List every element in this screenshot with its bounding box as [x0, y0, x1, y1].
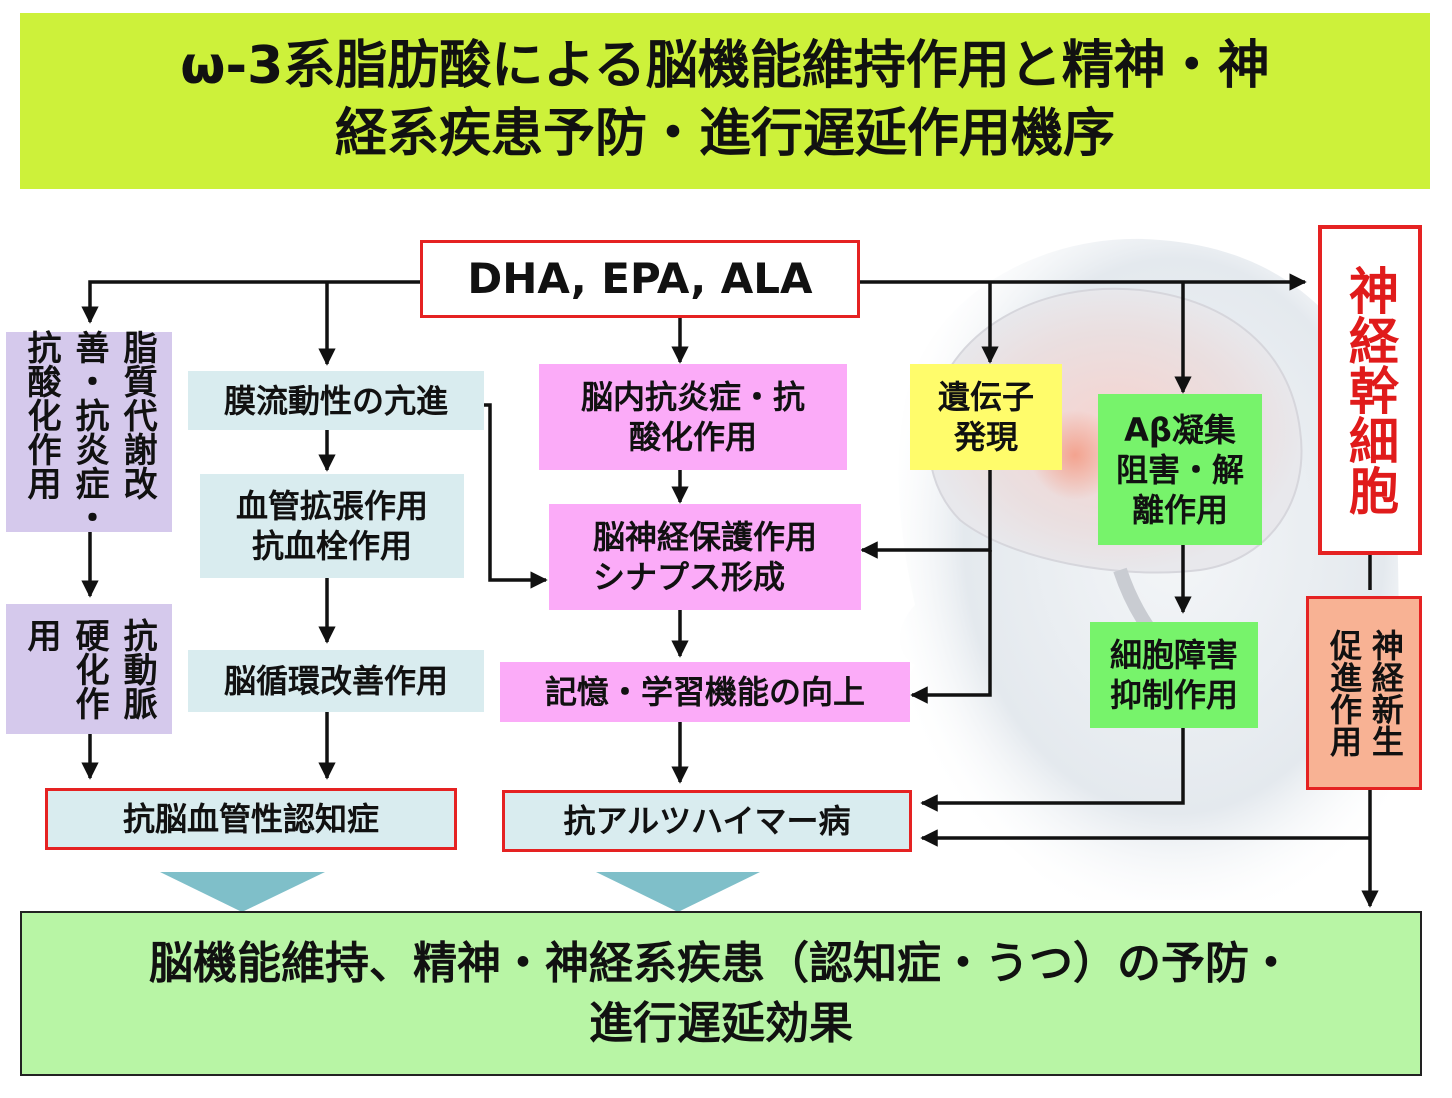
- result-line-1: 脳機能維持、精神・神経系疾患（認知症・うつ）の予防・: [149, 938, 1293, 990]
- title-line-2: 経系疾患予防・進行遅延作用機序: [334, 104, 1115, 164]
- neurogenesis-col-2: 促進作用: [1325, 629, 1363, 757]
- teal-arrow-center: [596, 872, 760, 912]
- source-dha-epa-ala: DHA, EPA, ALA: [420, 240, 860, 318]
- lipid-metabolism-box: 脂質代謝改 善・抗炎症・ 抗酸化作用: [6, 330, 172, 534]
- neural-stem-cell: 神経幹細胞: [1318, 225, 1422, 555]
- neurogenesis-col-1: 神経新生: [1366, 629, 1405, 757]
- result-line-2: 進行遅延効果: [589, 997, 853, 1049]
- diagram-title: ω-3系脂肪酸による脳機能維持作用と精神・神 経系疾患予防・進行遅延作用機序: [20, 13, 1430, 189]
- teal-arrow-left: [160, 872, 325, 912]
- neuroprotection-box: 脳神経保護作用 シナプス形成: [549, 504, 861, 610]
- artery-col-1: 抗動脈: [117, 618, 158, 720]
- membrane-fluidity-box: 膜流動性の亢進: [188, 371, 484, 430]
- lipid-col-2: 善・抗炎症・: [69, 330, 110, 534]
- memory-learning-box: 記憶・学習機能の向上: [500, 662, 910, 722]
- neurogenesis-box: 神経新生 促進作用: [1306, 596, 1422, 790]
- anti-vascular-dementia-box: 抗脳血管性認知症: [45, 788, 457, 850]
- artery-col-2: 硬化作: [69, 618, 110, 720]
- lipid-col-3: 抗酸化作用: [20, 330, 61, 500]
- cell-damage-inhibition-box: 細胞障害 抑制作用: [1090, 622, 1258, 728]
- gene-expression-box: 遺伝子 発現: [910, 364, 1062, 470]
- anti-inflammation-box: 脳内抗炎症・抗 酸化作用: [539, 364, 847, 470]
- lipid-col-1: 脂質代謝改: [117, 330, 158, 500]
- circulation-box: 脳循環改善作用: [188, 650, 484, 712]
- result-effect-box: 脳機能維持、精神・神経系疾患（認知症・うつ）の予防・ 進行遅延効果: [20, 911, 1422, 1076]
- artery-col-3: 用: [20, 618, 61, 652]
- anti-alzheimer-box: 抗アルツハイマー病: [502, 790, 912, 852]
- anti-arteriosclerosis-box: 抗動脈 硬化作 用: [6, 604, 172, 734]
- abeta-aggregation-box: Aβ凝集 阻害・解 離作用: [1098, 394, 1262, 545]
- vasodilation-box: 血管拡張作用 抗血栓作用: [200, 474, 464, 578]
- title-line-1: ω-3系脂肪酸による脳機能維持作用と精神・神: [180, 36, 1270, 97]
